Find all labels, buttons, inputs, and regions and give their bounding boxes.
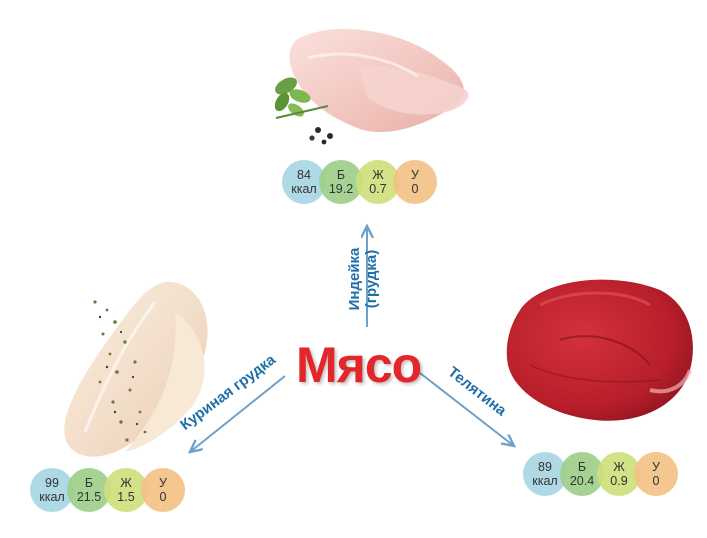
kcal-value: 99: [45, 476, 59, 490]
fat-letter: Ж: [613, 460, 625, 474]
protein-value: 21.5: [76, 490, 102, 504]
kcal-badge: 89 ккал: [523, 452, 567, 496]
kcal-badge: 99 ккал: [30, 468, 74, 512]
kcal-unit: ккал: [291, 182, 317, 196]
turkey-label-line1: Индейка: [346, 247, 363, 311]
fat-badge: Ж 1.5: [104, 468, 148, 512]
turkey-label-line2: (грудка): [363, 249, 380, 309]
fat-badge: Ж 0.9: [597, 452, 641, 496]
arrow-to-chicken: [190, 375, 286, 452]
protein-letter: Б: [577, 460, 587, 474]
carbs-letter: У: [652, 460, 660, 474]
kcal-value: 89: [538, 460, 552, 474]
turkey-nutrition: 84 ккал Б 19.2 Ж 0.7 У 0: [282, 160, 437, 204]
fat-letter: Ж: [372, 168, 384, 182]
veal-image: [506, 279, 693, 421]
carbs-letter: У: [411, 168, 419, 182]
fat-badge: Ж 0.7: [356, 160, 400, 204]
fat-letter: Ж: [120, 476, 132, 490]
kcal-unit: ккал: [532, 474, 558, 488]
turkey-label: Индейка (грудка): [346, 224, 380, 334]
fat-value: 1.5: [117, 490, 135, 504]
carbs-badge: У 0: [141, 468, 185, 512]
carbs-value: 0: [411, 182, 419, 196]
kcal-badge: 84 ккал: [282, 160, 326, 204]
protein-value: 20.4: [569, 474, 595, 488]
fat-value: 0.7: [369, 182, 387, 196]
page-title: Мясо: [296, 337, 422, 393]
protein-badge: Б 21.5: [67, 468, 111, 512]
kcal-unit: ккал: [39, 490, 65, 504]
chicken-breast-image: [64, 281, 208, 457]
protein-letter: Б: [336, 168, 346, 182]
protein-badge: Б 20.4: [560, 452, 604, 496]
carbs-letter: У: [159, 476, 167, 490]
protein-value: 19.2: [328, 182, 354, 196]
carbs-badge: У 0: [634, 452, 678, 496]
carbs-value: 0: [652, 474, 660, 488]
carbs-badge: У 0: [393, 160, 437, 204]
protein-letter: Б: [84, 476, 94, 490]
kcal-value: 84: [297, 168, 311, 182]
chicken-nutrition: 99 ккал Б 21.5 Ж 1.5 У 0: [30, 468, 185, 512]
turkey-breast-image: [274, 28, 469, 145]
protein-badge: Б 19.2: [319, 160, 363, 204]
carbs-value: 0: [159, 490, 167, 504]
veal-nutrition: 89 ккал Б 20.4 Ж 0.9 У 0: [523, 452, 678, 496]
arrow-to-veal: [419, 372, 514, 446]
fat-value: 0.9: [610, 474, 628, 488]
